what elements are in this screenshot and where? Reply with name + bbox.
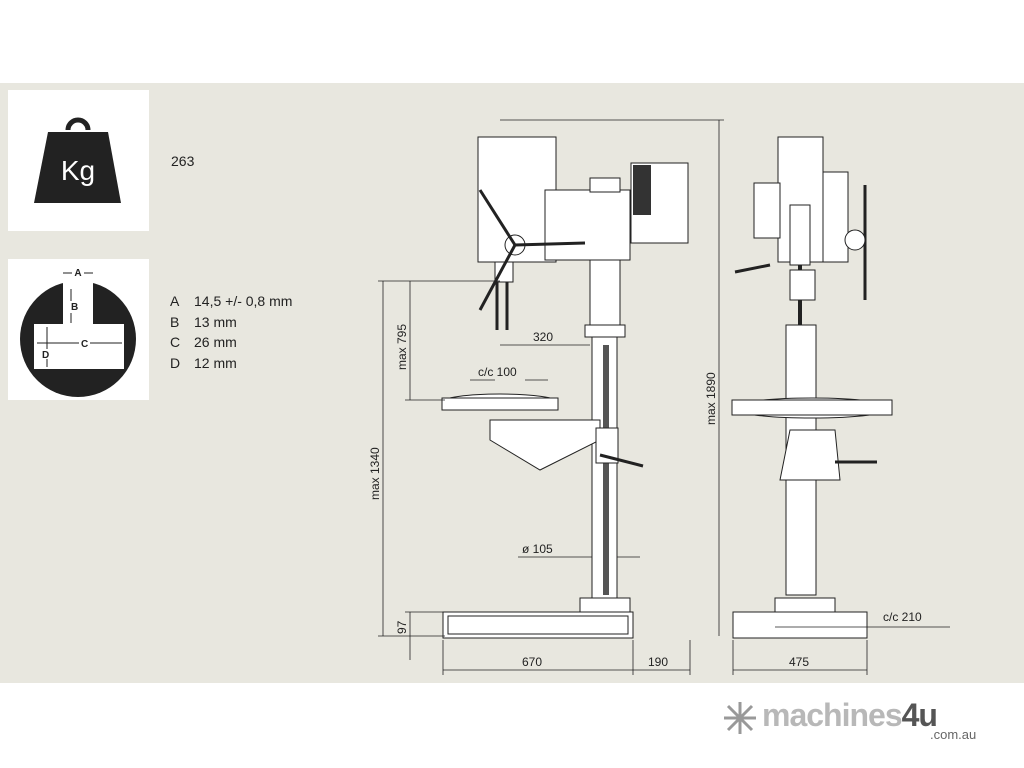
dim-overhang: 190 [648,655,668,669]
slot-label-a: A [74,268,81,279]
t-slot-dimensions: A 14,5 +/- 0,8 mm B 13 mm C 26 mm D 12 mm [170,291,292,373]
logo-accent: 4u [901,697,938,733]
logo-snowflake-icon [724,702,756,734]
dim-max-spindle-table: max 795 [395,324,409,370]
dim-base-depth: 670 [522,655,542,669]
dim-base-height: 97 [395,620,409,634]
t-slot-icon-box: A B C D [8,259,149,400]
slot-label-c: C [81,339,88,350]
slot-row-d: D 12 mm [170,353,292,374]
dim-max-height: max 1890 [704,372,718,425]
slot-row-b: B 13 mm [170,312,292,333]
slot-row-c: C 26 mm [170,332,292,353]
logo-wordmark: machines4u [762,697,938,734]
dim-spindle-reach: 320 [533,330,553,344]
row-key: C [170,334,181,350]
logo-domain: .com.au [930,727,977,742]
row-key: A [170,293,180,309]
weight-icon: Kg [34,117,121,203]
slot-label-d: D [42,350,49,361]
front-view [731,136,893,639]
dim-max-spindle-base: max 1340 [368,447,382,500]
dim-base-width: 475 [789,655,809,669]
side-view [441,136,689,639]
dimension-lines [378,119,950,675]
dim-column-dia: ø 105 [522,542,553,556]
weight-unit-label: Kg [61,155,95,186]
dim-table-slot-cc: c/c 100 [478,365,517,379]
t-slot-icon: A B C D [8,259,149,397]
slot-row-a: A 14,5 +/- 0,8 mm [170,291,292,312]
row-key: D [170,354,181,371]
row-value: 26 mm [194,334,237,350]
row-value: 14,5 +/- 0,8 mm [194,293,293,309]
logo-name: machines [762,697,903,733]
slot-label-b: B [71,302,78,313]
weight-value: 263 [171,153,195,169]
row-key: B [170,313,180,330]
row-value: 12 mm [194,354,237,371]
dimension-labels: 320 c/c 100 max 795 max 1340 max 1890 ø … [368,324,922,669]
row-value: 13 mm [194,313,237,330]
weight-icon-box: Kg [8,90,149,231]
dim-base-slot-cc: c/c 210 [883,610,922,624]
